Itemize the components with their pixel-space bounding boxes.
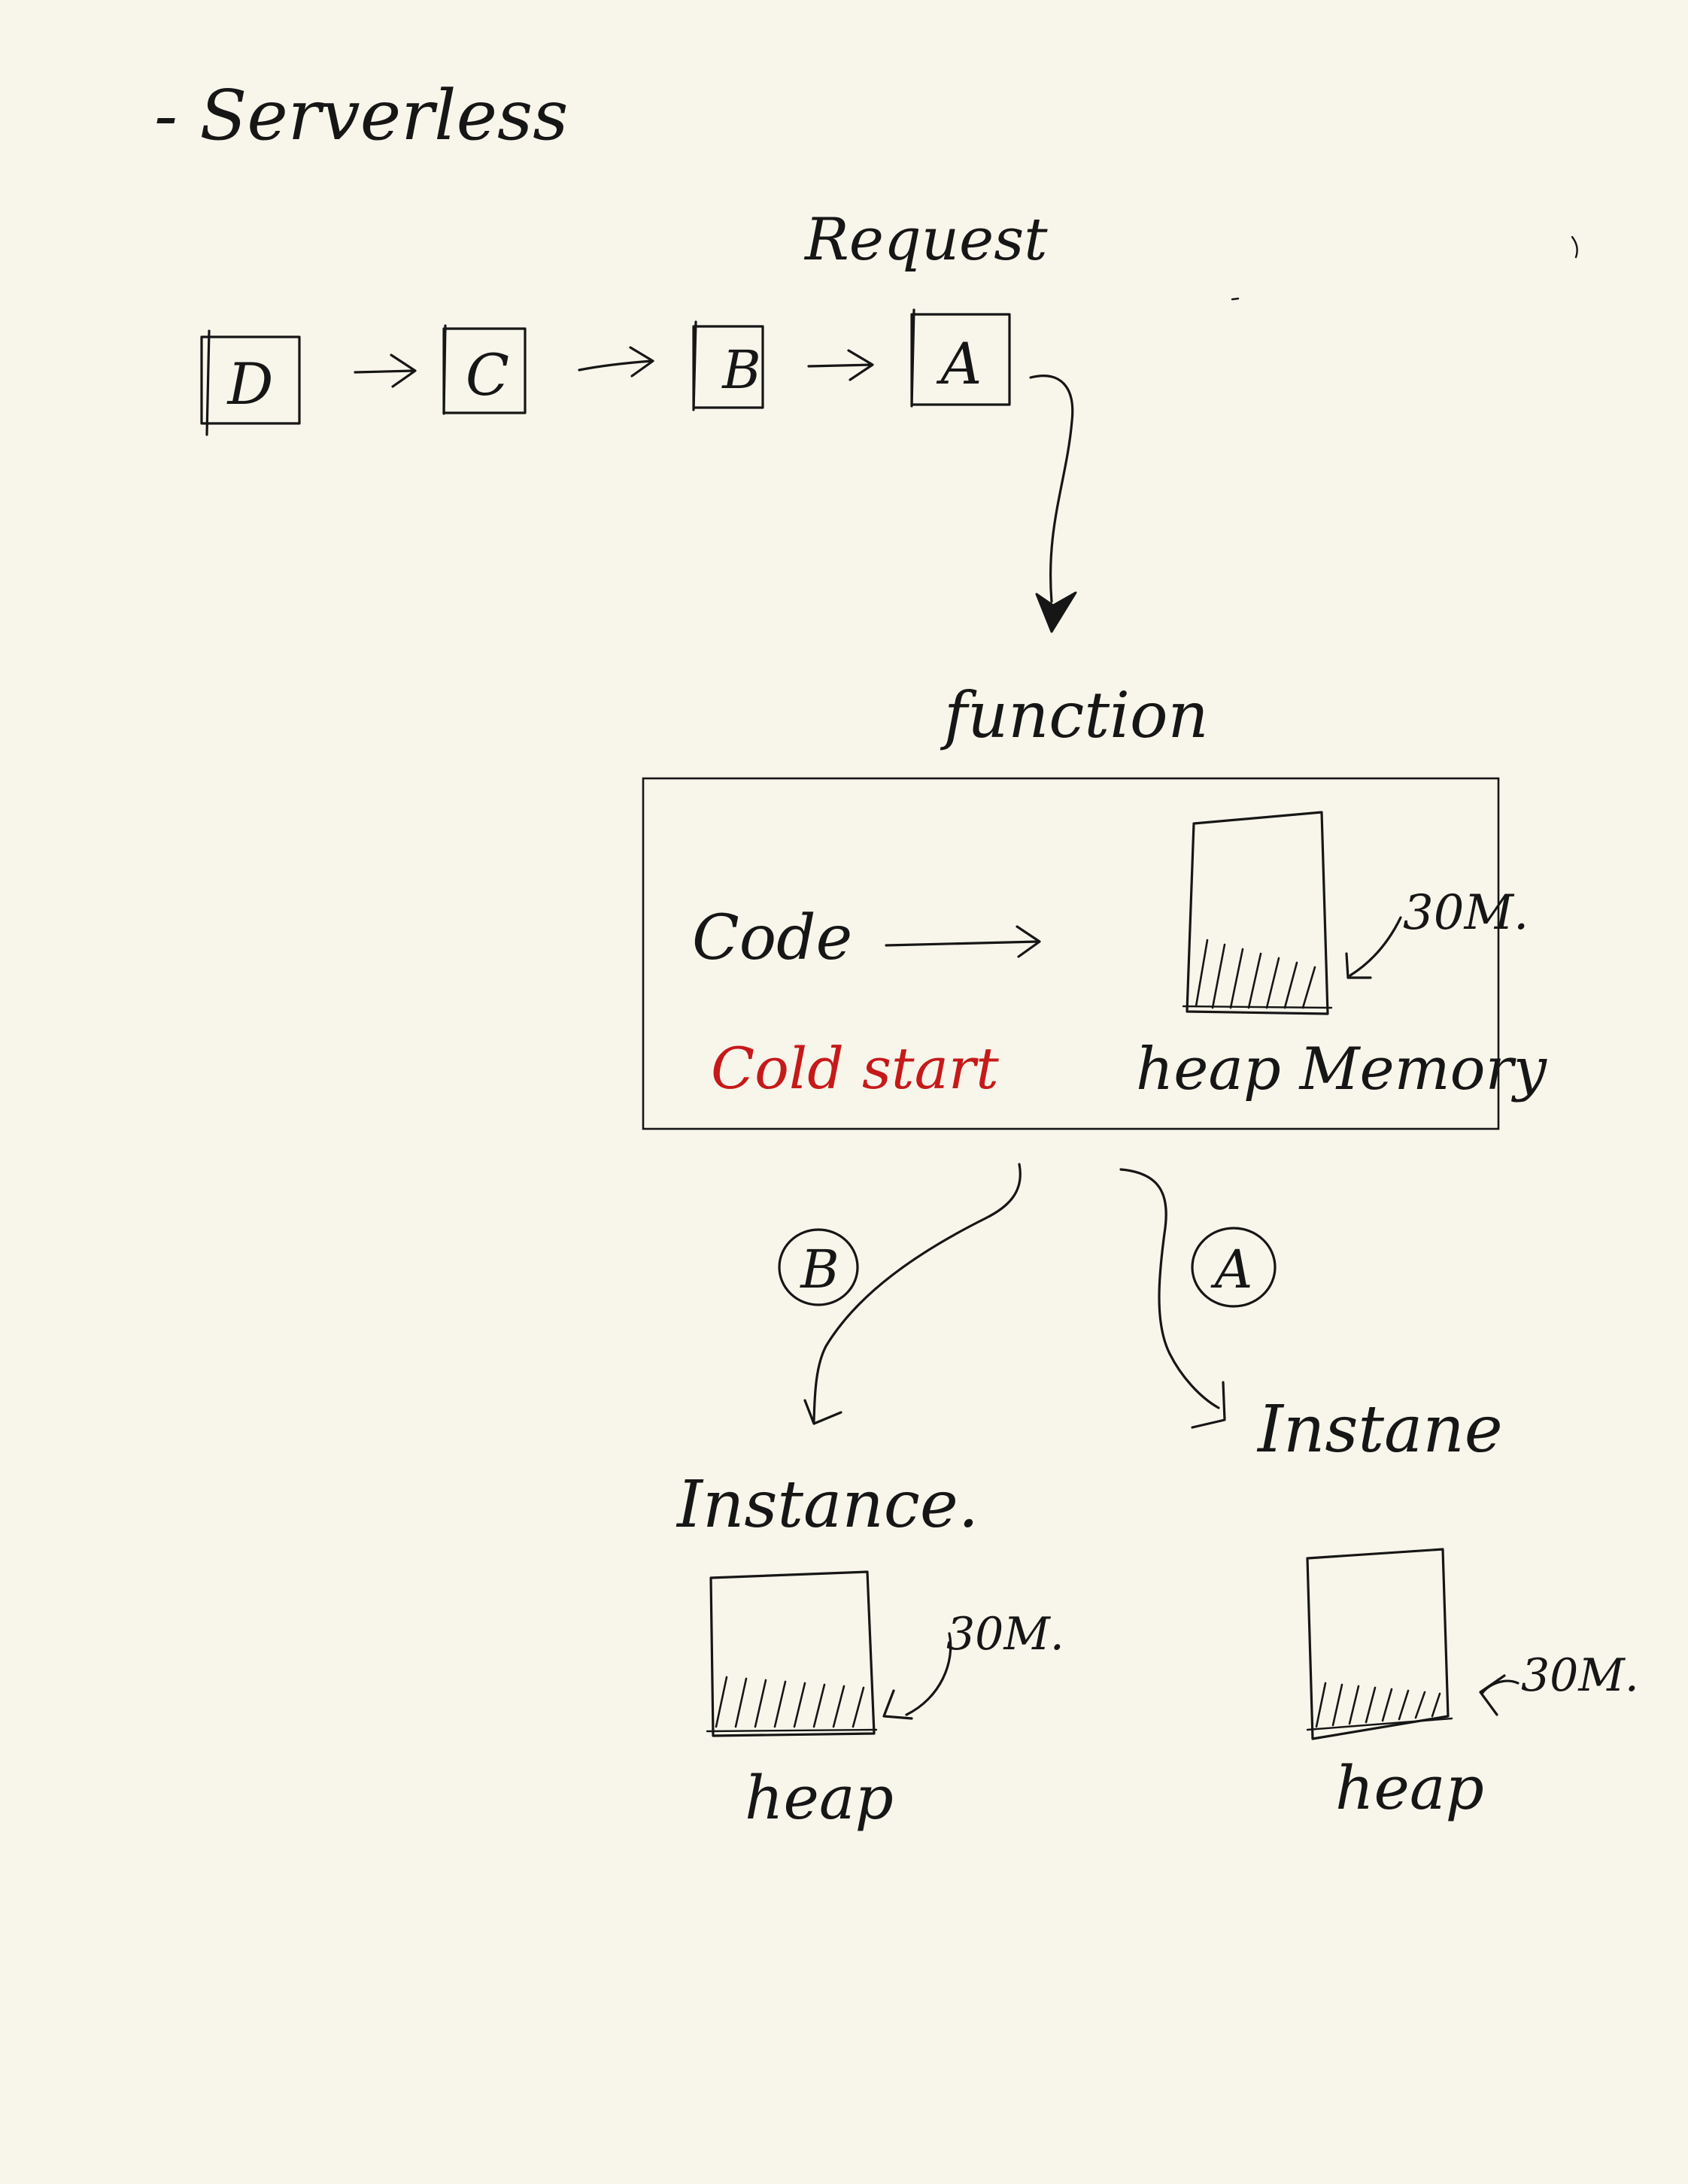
request-queue: D C B A — [200, 308, 1011, 436]
stray-mark — [1571, 235, 1578, 259]
branch-a-request-circle: A — [1191, 1227, 1277, 1308]
branch-a-heap-label: heap — [1335, 1753, 1484, 1823]
queue-box-b: B — [692, 320, 764, 411]
request-label: Request — [803, 206, 1048, 274]
branch-b-request-circle: B — [778, 1228, 859, 1306]
queue-box-a-label: A — [937, 330, 982, 397]
function-heap-hatch — [1195, 939, 1316, 1009]
branch-b-request-label: B — [799, 1239, 839, 1300]
code-label: Code — [692, 902, 852, 974]
queue-box-d-label: D — [226, 350, 274, 417]
branch-a-heap — [1306, 1548, 1453, 1740]
branch-b: B Instance. 30M. heap — [676, 1163, 1064, 1833]
code-arrow — [885, 925, 1041, 958]
function-label: function — [940, 678, 1209, 752]
branch-a-heap-size: 30M. — [1521, 1649, 1639, 1702]
branch-a-request-label: A — [1210, 1239, 1253, 1300]
branch-b-arrow — [803, 1163, 1022, 1425]
queue-box-d: D — [200, 329, 301, 436]
queue-box-b-label: B — [721, 339, 761, 401]
heap-memory-label: heap Memory — [1136, 1036, 1547, 1103]
arrow-c-to-b — [578, 346, 654, 378]
cold-start-label: Cold start — [711, 1035, 999, 1102]
arrow-a-to-function — [1029, 375, 1077, 633]
arrow-d-to-c — [354, 353, 417, 388]
function-heap-size: 30M. — [1403, 885, 1529, 941]
function-box: Code Cold start 30M. heap Memory — [642, 777, 1547, 1130]
branch-b-heap-label: heap — [745, 1763, 894, 1833]
branch-b-heap-size: 30M. — [946, 1608, 1064, 1661]
branch-a-heap-hatch — [1315, 1682, 1441, 1728]
queue-box-c-label: C — [466, 341, 509, 408]
branch-a-arrow — [1119, 1168, 1226, 1429]
branch-b-heap-hatch — [715, 1676, 865, 1728]
page-title: - Serverless — [154, 75, 568, 156]
function-heap-memory — [1182, 811, 1333, 1015]
function-heap-pointer — [1345, 916, 1402, 979]
branch-b-heap — [706, 1570, 878, 1737]
branch-b-instance-label: Instance. — [676, 1467, 979, 1542]
branch-a-heap-pointer — [1479, 1674, 1520, 1716]
branch-b-heap-pointer — [882, 1632, 952, 1720]
branch-a: A Instane 30M. heap — [1119, 1168, 1639, 1823]
arrow-b-to-a — [807, 349, 874, 381]
queue-box-c: C — [442, 324, 527, 415]
queue-box-a: A — [910, 308, 1011, 408]
branch-a-instance-label: Instane — [1256, 1392, 1503, 1467]
